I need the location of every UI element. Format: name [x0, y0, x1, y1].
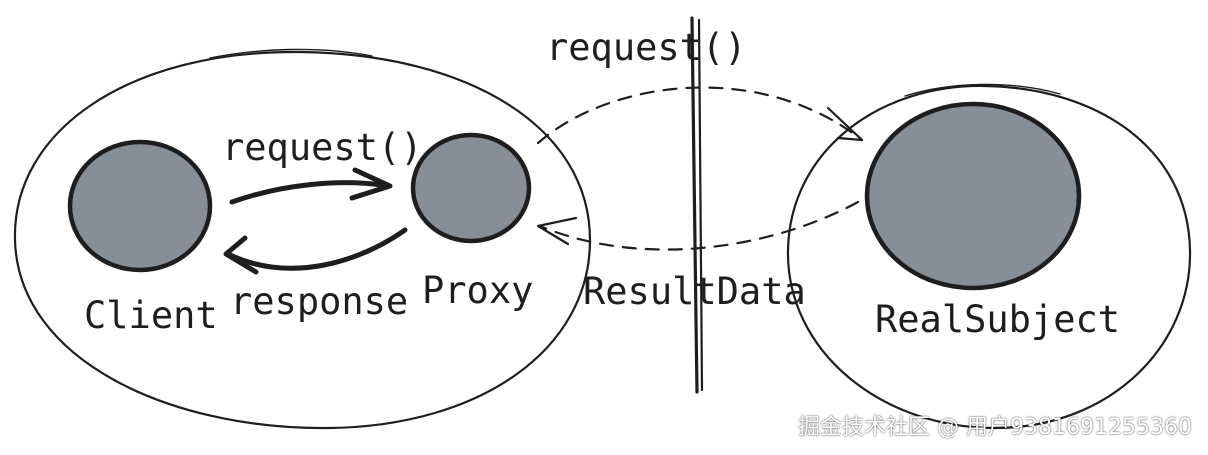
proxy-to-real-subject-arrow	[536, 86, 864, 145]
client-to-proxy-label: request()	[222, 126, 422, 169]
proxy-to-client-arrow	[223, 227, 408, 275]
real-subject-to-proxy-label: ResultData	[583, 270, 806, 313]
client-node	[67, 139, 213, 273]
proxy-node	[410, 132, 532, 244]
real-subject-label: RealSubject	[875, 298, 1120, 341]
client-label: Client	[84, 294, 218, 337]
left-boundary-ellipse	[13, 48, 592, 430]
proxy-node-circle	[410, 132, 532, 244]
proxy-to-client-label: response	[230, 280, 408, 323]
right-boundary-ellipse	[786, 83, 1192, 430]
client-to-proxy-arrow	[229, 167, 393, 205]
boundary-divider-line	[690, 16, 704, 394]
real-subject-to-proxy-arrow	[536, 200, 860, 251]
watermark: 掘金技术社区 @ 用户9381691255360	[798, 415, 1192, 440]
real-subject-node	[864, 101, 1082, 291]
proxy-to-real-subject-label: request()	[546, 26, 746, 69]
client-node-circle	[67, 139, 213, 273]
proxy-label: Proxy	[422, 269, 533, 312]
real-subject-node-circle	[864, 101, 1082, 291]
